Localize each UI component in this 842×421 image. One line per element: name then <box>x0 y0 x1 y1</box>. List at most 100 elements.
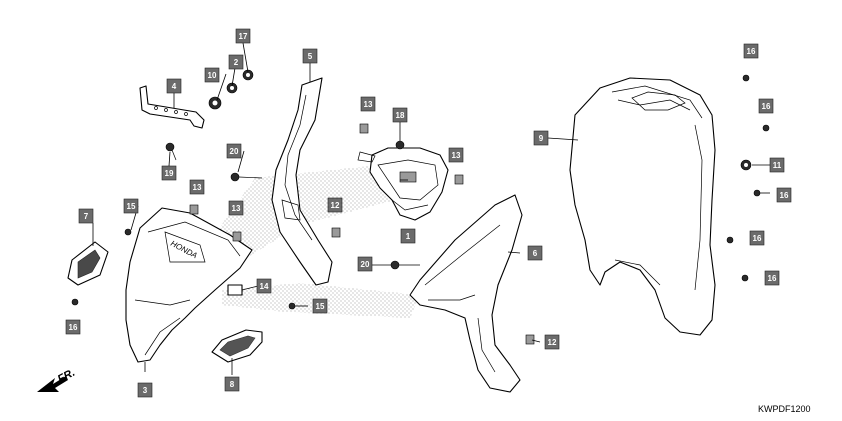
callout-box <box>224 376 240 392</box>
callout-label: 15 <box>316 302 325 311</box>
callout-label: 7 <box>84 212 89 221</box>
callout-box <box>312 298 328 314</box>
callout-16: 16 <box>743 43 759 59</box>
callout-label: 16 <box>747 47 756 56</box>
callout-12: 12 <box>327 197 343 213</box>
callout-15: 15 <box>123 198 139 214</box>
front-cover-part <box>125 207 253 363</box>
callout-label: 19 <box>165 169 174 178</box>
clip-block-part <box>227 284 243 296</box>
callout-19: 19 <box>161 165 177 181</box>
callout-label: 16 <box>753 234 762 243</box>
callout-box <box>65 319 81 335</box>
callout-label: 16 <box>768 274 777 283</box>
callout-label: 5 <box>308 52 313 61</box>
callout-17: 17 <box>235 28 251 44</box>
callout-label: 17 <box>239 32 248 41</box>
callout-14: 14 <box>256 278 272 294</box>
callout-box <box>749 230 765 246</box>
left-inner-panel-part <box>271 77 333 286</box>
callout-label: 18 <box>396 111 405 120</box>
callout-label: 6 <box>533 249 538 258</box>
callout-box <box>392 107 408 123</box>
callout-box <box>769 157 785 173</box>
callout-box <box>78 208 94 224</box>
callout-box <box>166 78 182 94</box>
callout-15: 15 <box>312 298 328 314</box>
reflector-part <box>211 329 263 363</box>
callout-box <box>544 334 560 350</box>
callout-16: 16 <box>749 230 765 246</box>
callout-box <box>256 278 272 294</box>
callout-13: 13 <box>360 96 376 112</box>
callout-13: 13 <box>448 147 464 163</box>
callout-box <box>776 187 792 203</box>
callout-label: 9 <box>539 134 544 143</box>
callout-box <box>226 143 242 159</box>
bracket-assembly-part <box>357 147 449 221</box>
callout-box <box>189 179 205 195</box>
callout-label: 20 <box>361 260 370 269</box>
callout-label: 16 <box>780 191 789 200</box>
callout-label: 12 <box>548 338 557 347</box>
callout-label: 13 <box>452 151 461 160</box>
callout-3: 3 <box>137 382 153 398</box>
callout-label: 15 <box>127 202 136 211</box>
callout-6: 6 <box>527 245 543 261</box>
callout-label: 16 <box>69 323 78 332</box>
callout-box <box>228 200 244 216</box>
callout-10: 10 <box>204 67 220 83</box>
callout-11: 11 <box>769 157 785 173</box>
callout-box <box>204 67 220 83</box>
callout-label: 1 <box>406 232 411 241</box>
callout-8: 8 <box>224 376 240 392</box>
callout-label: 2 <box>234 58 239 67</box>
callout-label: 20 <box>230 147 239 156</box>
callout-18: 18 <box>392 107 408 123</box>
callout-box <box>527 245 543 261</box>
callout-label: 11 <box>773 161 782 170</box>
callout-box <box>327 197 343 213</box>
callout-box <box>743 43 759 59</box>
front-arrow-icon <box>37 376 68 392</box>
callout-box <box>228 54 244 70</box>
callouts: 1234567891011121213131313141515161616161… <box>65 28 792 398</box>
callout-label: 4 <box>172 82 177 91</box>
callout-16: 16 <box>758 98 774 114</box>
bracket-strip-part <box>139 85 205 129</box>
callout-20: 20 <box>226 143 242 159</box>
callout-label: 8 <box>230 380 235 389</box>
callout-16: 16 <box>764 270 780 286</box>
callout-box <box>360 96 376 112</box>
callout-1: 1 <box>400 228 416 244</box>
callout-4: 4 <box>166 78 182 94</box>
callout-box <box>533 130 549 146</box>
callout-16: 16 <box>65 319 81 335</box>
callout-9: 9 <box>533 130 549 146</box>
callout-label: 14 <box>260 282 269 291</box>
fasteners <box>71 69 770 345</box>
callout-20: 20 <box>357 256 373 272</box>
rear-inner-cover-part <box>569 77 716 336</box>
callout-7: 7 <box>78 208 94 224</box>
callout-box <box>758 98 774 114</box>
callout-label: 13 <box>364 100 373 109</box>
callout-16: 16 <box>776 187 792 203</box>
diagram-code: KWPDF1200 <box>758 404 811 414</box>
callout-box <box>448 147 464 163</box>
callout-12: 12 <box>544 334 560 350</box>
callout-box <box>123 198 139 214</box>
callout-box <box>137 382 153 398</box>
callout-label: 10 <box>208 71 217 80</box>
front-direction-indicator: FR. <box>37 367 77 392</box>
callout-2: 2 <box>228 54 244 70</box>
callout-label: 12 <box>331 201 340 210</box>
callout-label: 13 <box>232 204 241 213</box>
callout-box <box>161 165 177 181</box>
callout-5: 5 <box>302 48 318 64</box>
callout-label: 16 <box>762 102 771 111</box>
callout-box <box>764 270 780 286</box>
callout-label: 13 <box>193 183 202 192</box>
emblem-plate-part <box>67 241 109 286</box>
